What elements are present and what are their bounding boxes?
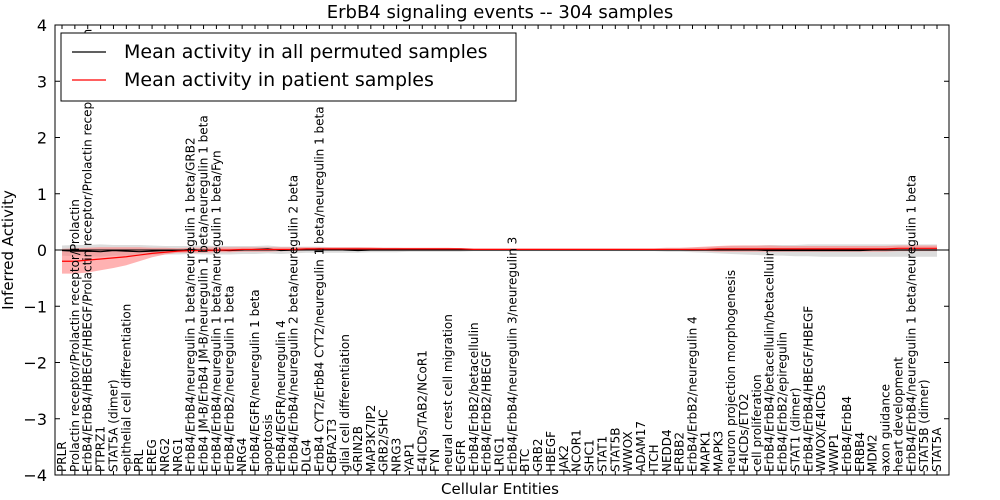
- x-tick-label: STAT5A: [930, 427, 944, 472]
- x-tick-label: CBFA2T3: [325, 419, 339, 472]
- x-tick-label: cell proliferation: [750, 374, 764, 472]
- x-tick-label: neural crest cell migration: [441, 314, 455, 472]
- series-lines: [61, 247, 937, 262]
- x-tick-label: ErbB4/EGFR/neuregulin 4: [274, 320, 288, 472]
- x-tick-label: epithelial cell differentiation: [119, 304, 133, 472]
- x-tick-label: HBEGF: [544, 431, 558, 472]
- y-tick-label: −4: [23, 466, 47, 485]
- x-tick-label: ErbB4/ErbB2/epiregulin: [776, 332, 790, 472]
- x-tick-label: glial cell differentiation: [338, 334, 352, 472]
- x-tick-label: ErbB4/ErbB4/HBEGF/HBEGF: [801, 306, 815, 472]
- x-tick-label: STAT5B (dimer): [917, 379, 931, 472]
- x-tick-label: NRG1: [171, 438, 185, 472]
- x-tick-label: Prolactin receptor/Prolactin receptor/Pr…: [68, 199, 82, 472]
- x-tick-label: ERBB2: [673, 432, 687, 472]
- x-tick-label: ErbB4/ErbB4/neuregulin 1 beta/neuregulin…: [209, 150, 223, 472]
- x-tick-label: GRB2/SHC: [377, 409, 391, 472]
- x-tick-label: PTPRZ1: [94, 426, 108, 472]
- x-tick-label: FYN: [428, 449, 442, 472]
- x-tick-label: STAT5B: [608, 428, 622, 473]
- x-tick-label: STAT1: [595, 436, 609, 472]
- x-tick-label: ErbB4/ErbB2/HBEGF: [480, 351, 494, 472]
- x-tick-label: SHC1: [583, 439, 597, 472]
- x-tick-label: ErbB4/ErbB4/neuregulin 2 beta/neuregulin…: [287, 175, 301, 472]
- x-tick-label: ErbB4/ErbB2/betacellulin: [467, 322, 481, 472]
- x-tick-label: MAP3K7IP2: [364, 405, 378, 472]
- legend-label: Mean activity in all permuted samples: [124, 41, 487, 63]
- x-tick-label: ErbB4/ErbB4/HBEGF/HBEGF/Prolactin recept…: [81, 29, 95, 472]
- x-tick-label: ErbB4/EGFR/neuregulin 1 beta: [248, 289, 262, 472]
- x-tick-label: GRIN2B: [351, 426, 365, 472]
- x-tick-label: ErbB4/ErbB4/neuregulin 3/neuregulin 3: [505, 237, 519, 472]
- x-tick-label: ERBB4: [853, 432, 867, 472]
- x-tick-label: ErbB4/ErbB2/neuregulin 1 beta: [222, 285, 236, 472]
- x-tick-label: STAT1 (dimer): [788, 388, 802, 472]
- x-tick-label: EREG: [145, 439, 159, 472]
- x-tick-label: NRG4: [235, 438, 249, 472]
- x-tick-label: BTC: [518, 449, 532, 472]
- x-tick-label: MAPK1: [698, 431, 712, 472]
- x-tick-label: ErbB4/ErbB4/neuregulin 1 beta/neuregulin…: [184, 137, 198, 472]
- x-tick-label: STAT5A (dimer): [106, 379, 120, 472]
- x-tick-label: LRIG1: [493, 437, 507, 473]
- x-tick-label: neuron projection morphogenesis: [724, 270, 738, 472]
- y-tick-label: −3: [23, 410, 47, 429]
- x-tick-label: NRG2: [158, 438, 172, 472]
- chart-title: ErbB4 signaling events -- 304 samples: [327, 2, 674, 23]
- legend-label: Mean activity in patient samples: [124, 69, 434, 91]
- x-tick-label: PRLR: [55, 441, 69, 472]
- y-tick-label: −2: [23, 354, 47, 373]
- x-tick-label: NCOR1: [570, 429, 584, 472]
- y-tick-label: 0: [37, 241, 47, 260]
- axes: −4 −3 −2 −1 0 1 2 3 4: [23, 16, 950, 485]
- y-tick-label: 2: [37, 129, 47, 148]
- x-tick-label: ITCH: [647, 444, 661, 472]
- y-tick-label: 4: [37, 16, 47, 35]
- x-tick-label: ErbB4/ErbB4/betacellulin/betacellulin: [763, 249, 777, 472]
- x-tick-label: E4ICDs/ETO2: [737, 393, 751, 472]
- x-axis-label: Cellular Entities: [441, 480, 559, 498]
- x-tick-label: PRL: [132, 449, 146, 472]
- x-tick-label: WWOX/E4ICDs: [814, 385, 828, 472]
- x-tick-label: apoptosis: [261, 414, 275, 472]
- x-tick-label: DLG4: [299, 439, 313, 472]
- y-tick-label: 3: [37, 72, 47, 91]
- x-tick-label: E4ICDs/TAB2/NCoR1: [415, 350, 429, 472]
- x-tick-label: ErbB4/ErbB2/neuregulin 4: [686, 316, 700, 472]
- x-tick-label: MDM2: [866, 434, 880, 472]
- x-tick-label: YAP1: [402, 443, 416, 473]
- x-tick-label: MAPK3: [711, 431, 725, 472]
- patient-samples-line: [62, 247, 937, 262]
- x-tick-label: GRB2: [531, 438, 545, 472]
- x-tick-label: heart development: [891, 357, 905, 472]
- x-tick-label: EGFR: [454, 440, 468, 472]
- legend: Mean activity in all permuted samplesMea…: [60, 32, 517, 102]
- x-tick-label: ErbB4 CYT2/ErbB4 CYT2/neuregulin 1 beta/…: [312, 106, 326, 472]
- y-axis-label: Inferred Activity: [0, 190, 17, 310]
- x-tick-label: ErbB4 JM-B/ErbB4 JM-B/neuregulin 1 beta/…: [197, 115, 211, 472]
- y-tick-label: 1: [37, 185, 47, 204]
- x-tick-label: ADAM17: [634, 421, 648, 472]
- x-tick-label: JAK2: [557, 445, 571, 473]
- x-tick-label: ErbB4/ErbB4/neuregulin 1 beta/neuregulin…: [904, 175, 918, 472]
- x-tick-label: NEDD4: [660, 429, 674, 472]
- legend-box: [60, 32, 517, 102]
- x-tick-label: WWP1: [827, 433, 841, 472]
- x-tick-label: NRG3: [390, 438, 404, 472]
- x-tick-label: ErbB4/ErbB4: [840, 396, 854, 472]
- x-tick-label: axon guidance: [879, 384, 893, 472]
- x-tick-label: WWOX: [621, 431, 635, 472]
- y-tick-label: −1: [23, 297, 47, 316]
